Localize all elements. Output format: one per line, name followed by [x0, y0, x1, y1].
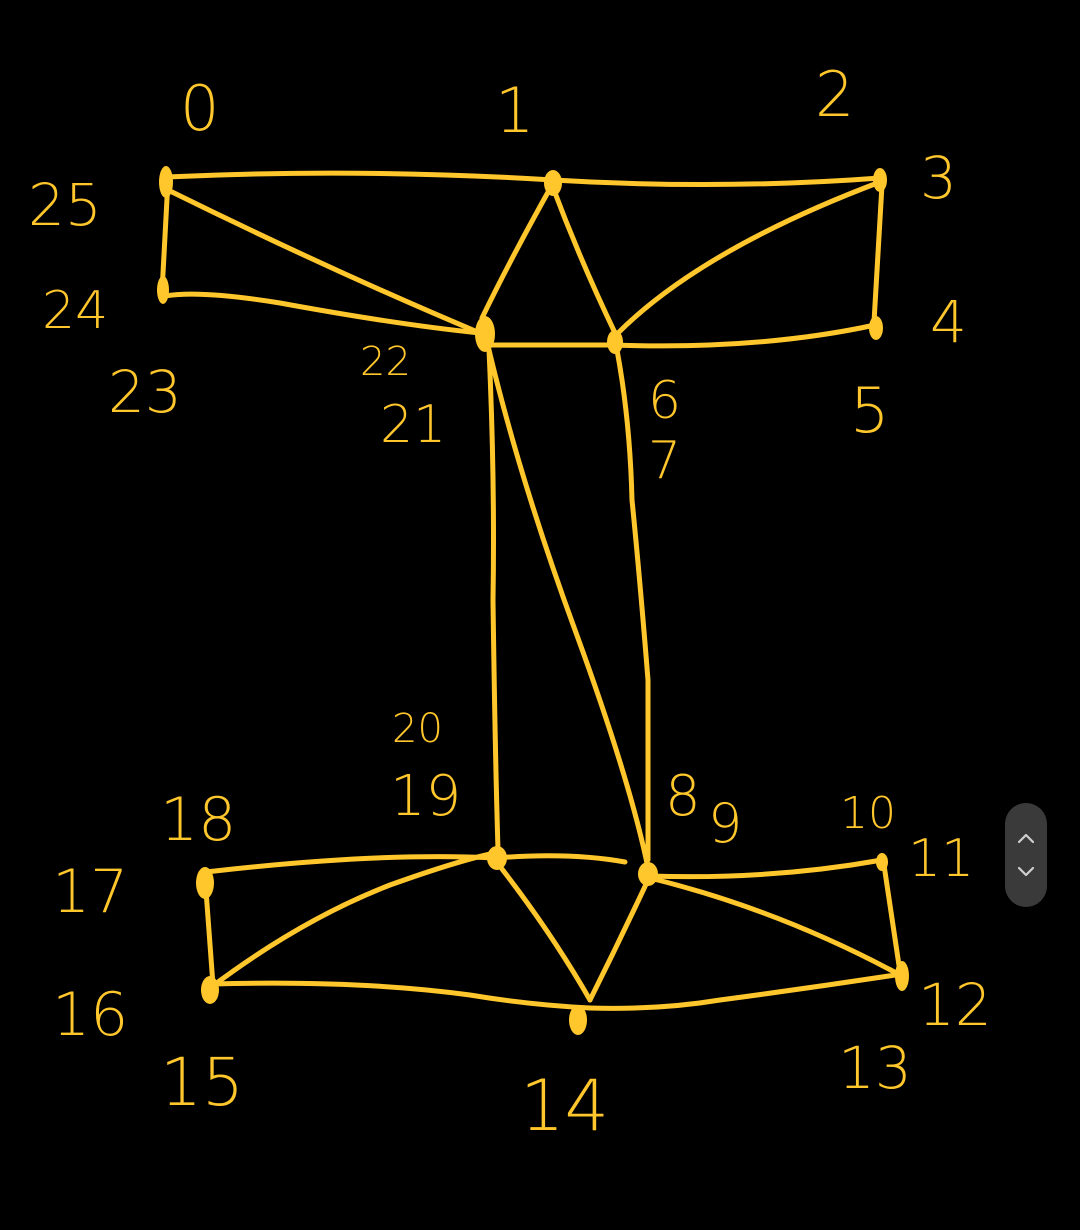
- edge-21-9: [486, 347, 651, 871]
- edge-25-22: [165, 187, 483, 336]
- node-label-24: 24: [42, 281, 108, 341]
- edge-21-19: [486, 347, 501, 853]
- edge-24-22: [162, 291, 483, 336]
- node-label-25: 25: [28, 171, 102, 239]
- edge-1-21: [479, 182, 555, 321]
- edge-9-11: [647, 857, 885, 880]
- node-label-10: 10: [840, 788, 896, 839]
- node-label-15: 15: [160, 1044, 244, 1121]
- edge-15-19: [207, 850, 498, 991]
- node-label-21: 21: [380, 395, 446, 455]
- node-0-25: [159, 166, 173, 198]
- node-label-13: 13: [838, 1034, 912, 1102]
- node-label-4: 4: [930, 288, 967, 356]
- node-label-1: 1: [495, 74, 534, 147]
- edge-3-5: [871, 182, 885, 325]
- node-8-9: [638, 862, 658, 886]
- node-label-19: 19: [390, 764, 461, 829]
- edge-14-12: [587, 971, 905, 1011]
- edge-25-1: [163, 170, 556, 183]
- node-label-14: 14: [520, 1065, 609, 1147]
- node-label-8: 8: [665, 764, 701, 829]
- node-12-13: [895, 961, 909, 991]
- node-label-23: 23: [108, 358, 182, 426]
- edge-17-19: [203, 854, 498, 875]
- node-17-18: [196, 867, 214, 899]
- node-label-22: 22: [360, 339, 411, 385]
- edge-15-14: [209, 980, 593, 1011]
- node-6-7: [607, 330, 623, 354]
- node-14: [569, 1005, 587, 1035]
- node-label-16: 16: [52, 980, 128, 1050]
- node-label-2: 2: [815, 58, 854, 131]
- edge-3-6: [613, 179, 883, 338]
- edge-19-8: [492, 853, 628, 865]
- node-16-15: [201, 976, 219, 1004]
- node-label-11: 11: [908, 829, 974, 889]
- node-label-20: 20: [392, 706, 443, 752]
- node-label-6: 6: [648, 371, 681, 431]
- node-label-17: 17: [52, 857, 128, 927]
- edge-6-9: [614, 347, 651, 863]
- node-20-19: [487, 846, 507, 870]
- node-4-5: [869, 316, 883, 340]
- edge-1-3: [550, 175, 883, 188]
- node-2-3: [873, 168, 887, 192]
- edge-9-14: [587, 877, 651, 1003]
- node-22-21: [475, 316, 495, 352]
- scroll-control[interactable]: [1005, 803, 1047, 907]
- node-10-11: [876, 853, 888, 871]
- node-label-12: 12: [918, 971, 992, 1039]
- edge-9-12: [647, 875, 903, 978]
- edge-6-5: [611, 322, 878, 349]
- node-label-3: 3: [920, 144, 957, 212]
- edge-11-12: [881, 862, 903, 975]
- chevron-up-icon[interactable]: [1005, 823, 1047, 853]
- node-1: [544, 170, 562, 196]
- node-label-5: 5: [850, 374, 889, 447]
- node-label-9: 9: [708, 792, 742, 855]
- chevron-down-icon[interactable]: [1005, 857, 1047, 887]
- edge-25-24: [159, 177, 171, 295]
- node-24-23: [157, 276, 169, 304]
- edge-1-6: [549, 182, 619, 338]
- node-label-7: 7: [648, 431, 681, 491]
- node-label-0: 0: [180, 72, 219, 145]
- node-label-18: 18: [160, 785, 236, 855]
- edge-19-14: [492, 857, 593, 1003]
